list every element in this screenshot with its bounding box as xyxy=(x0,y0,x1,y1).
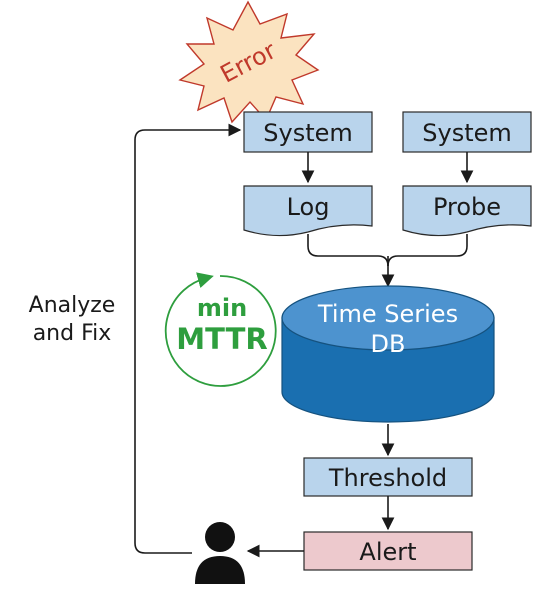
person-icon xyxy=(195,522,245,584)
feedback-loop-line xyxy=(134,123,242,554)
db-top xyxy=(281,285,495,351)
alert-box xyxy=(303,531,473,571)
mttr-line2: MTTR xyxy=(176,322,267,356)
error-burst: Error xyxy=(178,0,320,124)
system-right-box xyxy=(402,111,532,153)
mttr-circle xyxy=(164,272,277,387)
loop-label-line1: Analyze xyxy=(29,293,116,318)
error-burst-shape xyxy=(178,0,320,124)
loop-label-line2: and Fix xyxy=(33,321,112,346)
alert-label: Alert xyxy=(359,538,416,566)
db-label-line2: DB xyxy=(371,330,406,358)
probe-document xyxy=(402,185,532,237)
log-label: Log xyxy=(287,193,330,221)
system-left-box xyxy=(243,111,373,153)
db-label-line1: Time Series xyxy=(317,300,458,328)
threshold-box xyxy=(303,457,473,497)
system-right-label: System xyxy=(422,119,512,147)
probe-label: Probe xyxy=(433,193,501,221)
threshold-label: Threshold xyxy=(328,464,447,492)
merge-line-log xyxy=(307,234,389,267)
log-document xyxy=(243,185,373,237)
person-body xyxy=(195,556,245,584)
merge-line-probe xyxy=(387,234,468,267)
person-head xyxy=(205,522,235,552)
mttr-line1: min xyxy=(197,294,247,322)
time-series-db-cylinder xyxy=(281,285,495,423)
mttr-badge: min MTTR xyxy=(164,272,277,387)
system-left-label: System xyxy=(263,119,353,147)
